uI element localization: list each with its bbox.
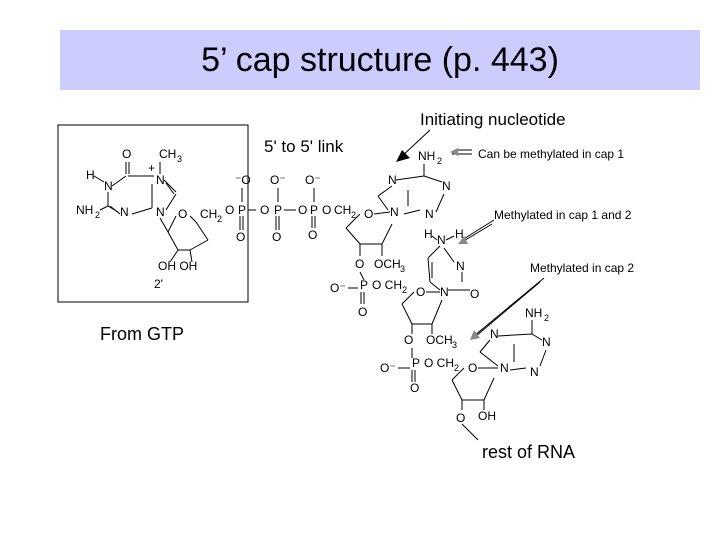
svg-text:H: H	[86, 168, 95, 182]
svg-text:O⁻: O⁻	[270, 173, 286, 187]
svg-text:P: P	[310, 203, 318, 217]
svg-text:N: N	[490, 327, 499, 341]
svg-text:+: +	[148, 161, 155, 175]
svg-text:NH: NH	[76, 203, 93, 217]
svg-text:O: O	[178, 207, 187, 221]
svg-text:N: N	[530, 365, 539, 379]
svg-text:OCH: OCH	[374, 257, 401, 271]
svg-text:O: O	[410, 381, 419, 395]
svg-text:2: 2	[454, 363, 459, 373]
svg-text:3: 3	[400, 264, 405, 274]
svg-text:2: 2	[544, 313, 549, 323]
cap2-label: Methylated in cap 2	[530, 261, 634, 275]
svg-text:O: O	[404, 333, 413, 347]
svg-text:2: 2	[217, 214, 222, 224]
svg-text:N: N	[437, 233, 446, 247]
svg-text:OH OH: OH OH	[158, 259, 197, 273]
svg-text:N: N	[104, 179, 113, 193]
svg-text:O: O	[122, 147, 131, 161]
svg-text:NH: NH	[418, 149, 435, 163]
svg-text:P: P	[274, 203, 282, 217]
svg-text:N: N	[425, 207, 434, 221]
svg-text:O: O	[225, 203, 234, 217]
svg-text:O: O	[468, 361, 477, 375]
svg-text:H: H	[424, 227, 433, 241]
svg-text:O: O	[416, 285, 425, 299]
svg-text:O: O	[308, 228, 317, 242]
svg-text:2': 2'	[154, 277, 163, 291]
svg-text:3: 3	[177, 154, 182, 164]
svg-text:O CH: O CH	[424, 356, 454, 370]
svg-text:O: O	[456, 411, 465, 425]
svg-text:N: N	[542, 335, 551, 349]
gtp-label: From GTP	[100, 324, 184, 344]
cap2-arrow	[470, 277, 545, 340]
svg-text:O: O	[470, 287, 479, 301]
cap1-arrow	[450, 148, 472, 156]
link-label: 5' to 5' link	[264, 137, 344, 156]
cap12-label: Methylated in cap 1 and 2	[494, 208, 632, 222]
svg-text:N: N	[456, 259, 465, 273]
svg-text:CH: CH	[334, 203, 351, 217]
svg-text:O CH: O CH	[372, 278, 402, 292]
svg-text:O: O	[364, 207, 373, 221]
svg-text:N: N	[440, 285, 449, 299]
svg-text:OCH: OCH	[426, 333, 453, 347]
svg-text:N: N	[388, 173, 397, 187]
svg-text:P: P	[412, 356, 420, 370]
svg-text:N: N	[442, 179, 451, 193]
svg-text:O: O	[322, 203, 331, 217]
svg-text:2: 2	[437, 156, 442, 166]
cap12-arrow	[458, 219, 495, 244]
initiating-arrow	[396, 129, 431, 162]
svg-text:H: H	[455, 227, 464, 241]
svg-text:2: 2	[351, 210, 356, 220]
svg-text:⁻O: ⁻O	[235, 173, 251, 187]
svg-text:CH: CH	[159, 147, 176, 161]
svg-text:P: P	[238, 203, 246, 217]
methylated-base-1: H N H N O N	[424, 227, 479, 301]
svg-text:2: 2	[95, 210, 100, 220]
svg-text:O: O	[355, 257, 364, 271]
svg-text:O: O	[260, 203, 269, 217]
svg-text:3: 3	[452, 340, 457, 350]
svg-text:N: N	[390, 205, 399, 219]
svg-text:O: O	[298, 203, 307, 217]
svg-text:2: 2	[402, 285, 407, 295]
svg-text:N: N	[500, 361, 509, 375]
svg-text:N: N	[156, 205, 165, 219]
svg-text:N: N	[120, 205, 129, 219]
svg-text:O: O	[272, 230, 281, 244]
ribose-3: O O OH	[451, 361, 498, 441]
rest-label: rest of RNA	[482, 442, 575, 462]
svg-text:NH: NH	[525, 306, 542, 320]
initiating-label: Initiating nucleotide	[420, 110, 566, 129]
svg-text:P: P	[360, 278, 368, 292]
svg-text:CH: CH	[200, 207, 217, 221]
svg-text:O⁻: O⁻	[330, 281, 346, 295]
ribose-gtp: O OH OH 2'	[154, 207, 209, 291]
svg-text:O: O	[358, 305, 367, 319]
svg-text:O⁻: O⁻	[380, 361, 396, 375]
svg-text:N: N	[156, 173, 165, 187]
title-bar: 5’ cap structure (p. 443)	[60, 30, 700, 90]
gtp-box	[57, 124, 249, 303]
slide-title: 5’ cap structure (p. 443)	[201, 40, 559, 79]
cap1-label: Can be methylated in cap 1	[478, 147, 624, 161]
svg-text:O: O	[236, 230, 245, 244]
svg-text:O⁻: O⁻	[305, 173, 321, 187]
svg-text:OH: OH	[478, 409, 496, 423]
